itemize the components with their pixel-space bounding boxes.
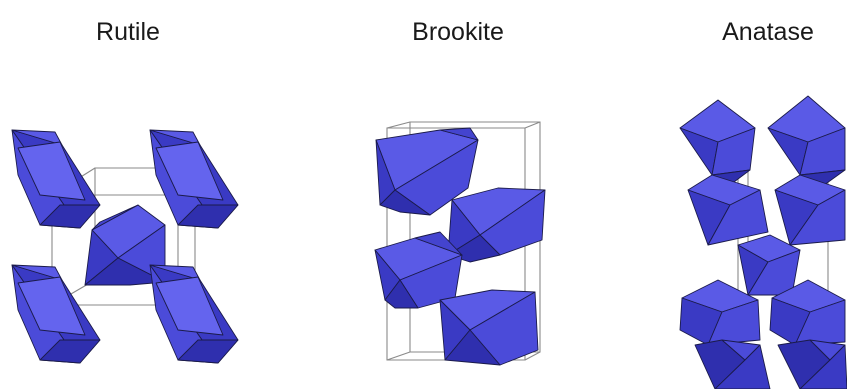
rutile-octahedron-top-left [11, 129, 101, 229]
anatase-octahedron-middle-left [687, 174, 769, 246]
anatase-title: Anatase [722, 18, 814, 46]
anatase-octahedron-bottom-right [777, 339, 847, 389]
rutile-octahedron-bottom-right [149, 264, 239, 364]
anatase-structure [679, 95, 847, 389]
anatase-octahedron-middle-right [774, 174, 846, 246]
anatase-octahedron-lower-left [679, 279, 761, 346]
rutile-title: Rutile [96, 18, 160, 46]
anatase-octahedron-top-left [679, 99, 756, 186]
brookite-octahedron-middle-left [374, 231, 463, 309]
brookite-octahedron-bottom [439, 289, 539, 366]
rutile-structure [11, 129, 239, 364]
rutile-octahedron-top-right [149, 129, 239, 229]
anatase-octahedron-top-right [767, 95, 846, 189]
rutile-octahedron-center [84, 204, 166, 286]
brookite-title: Brookite [412, 18, 504, 46]
brookite-structure [374, 121, 546, 366]
rutile-octahedron-bottom-left [11, 264, 101, 364]
brookite-octahedron-top [375, 127, 479, 216]
brookite-octahedron-upper-right [447, 187, 546, 263]
anatase-octahedron-bottom-left [694, 339, 771, 389]
anatase-octahedron-lower-right [769, 279, 846, 346]
anatase-octahedron-center [737, 234, 801, 296]
